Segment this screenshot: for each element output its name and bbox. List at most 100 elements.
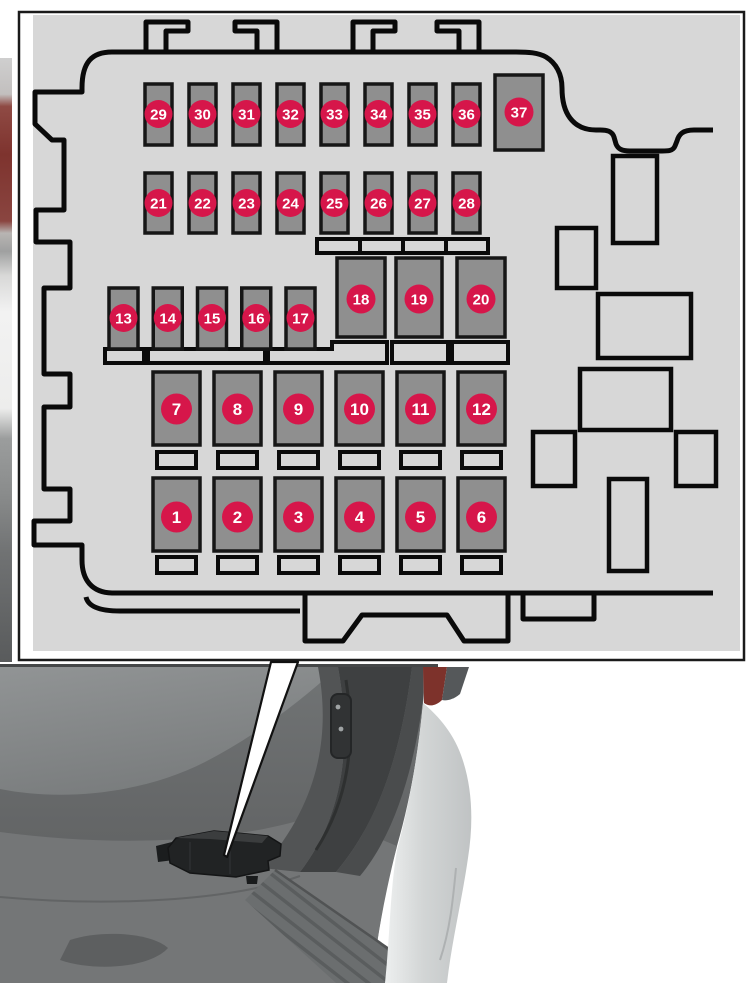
fuse-9-number: 9 [294,400,303,419]
fuse-10-number: 10 [350,400,369,419]
fuse-13-number: 13 [115,310,132,327]
fuse-24-marker [276,189,305,217]
fuse-17-marker [286,304,315,332]
fuse-12-body [456,370,507,447]
fuse-28-marker [452,189,481,217]
fuse-30-number: 30 [194,106,211,123]
connector-slot [399,450,442,470]
fuse-1-marker [161,501,192,533]
bracket [146,347,267,365]
fuse-36-marker [452,100,481,128]
fuse-3-marker [283,501,314,533]
fuse-14-marker [153,304,182,332]
trunk-photo [0,660,750,983]
fuse-20-number: 20 [473,291,490,308]
connector-slot [338,450,381,470]
fuse-8-marker [222,393,253,425]
callout-pointer-icon [222,660,300,859]
tailgate-frame-shadow [262,667,345,872]
fusebox-top-face [176,831,268,843]
fuse-37-marker [504,97,534,127]
fuse-2-marker [222,501,253,533]
connector-slot [277,450,320,470]
fuse-5-number: 5 [416,508,425,527]
mounting-tab-3 [350,19,398,54]
fuse-18-number: 18 [353,291,370,308]
connector-slot [399,555,442,575]
connector-slot [460,555,503,575]
fuse-5-marker [405,501,436,533]
mounting-tab-4 [434,19,482,54]
fuse-32-number: 32 [282,106,299,123]
fuse-15-number: 15 [204,310,221,327]
fuse-7-marker [161,393,192,425]
fuse-6-marker [466,501,497,533]
fuse-22-number: 22 [194,195,211,212]
fuse-15-marker [198,304,226,332]
fuse-7-body [151,370,202,447]
connector-slot [155,555,198,575]
fuse-29-marker [144,100,173,128]
tailgate-frame [300,667,412,872]
photo-top-edge [0,664,438,667]
fuse-33-number: 33 [326,106,343,123]
fuse-12-marker [466,393,497,425]
fuse-29-number: 29 [150,106,167,123]
fuse-31-marker [232,100,261,128]
fuse-9-marker [283,393,314,425]
fuse-21-number: 21 [150,195,167,212]
fuse-22-marker [188,189,217,217]
fuse-25-marker [320,189,349,217]
connector-slot [277,555,320,575]
outline-bottom-lip [83,596,300,614]
fuse-23-number: 23 [238,195,255,212]
fuse-18-marker [346,284,376,314]
tailgate-button-icon [335,704,341,710]
bracket [103,347,146,365]
fuse-10-marker [344,393,375,425]
fuse-14-number: 14 [159,310,176,327]
connector-slot [216,450,259,470]
relay-slot-rect [530,429,578,489]
fuse-24-number: 24 [282,195,299,212]
fuse-30-marker [188,100,217,128]
bracket [390,340,450,365]
fuse-12-number: 12 [472,400,491,419]
fuse-11-marker [405,393,436,425]
fuse-34-number: 34 [370,106,387,123]
relay-slot-rect [595,291,694,361]
bracket [450,340,510,365]
adjacent-image-sliver [0,58,12,662]
fuse-19-number: 19 [411,291,428,308]
relay-slot-rect [577,366,674,433]
fuse-27-number: 27 [414,195,431,212]
relay-slots [530,153,719,574]
fuse-11-number: 11 [412,400,430,419]
car-body [385,703,472,983]
fuse-33-marker [320,100,349,128]
fuse-35-marker [408,100,437,128]
connector-slot [338,555,381,575]
fuse-19-marker [404,284,434,314]
relay-slot-rect [610,153,660,246]
floor-handle-recess [60,933,168,967]
mounting-tab-2 [232,19,280,54]
fuse-36-number: 36 [458,106,475,123]
outline-bottom-tabs [302,595,511,644]
fuse-35-number: 35 [414,106,431,123]
fuse-4-marker [344,501,375,533]
taillight [423,667,447,706]
fuse-16-number: 16 [248,310,265,327]
tailgate-button-icon [338,726,344,732]
fuse-box-outline [31,19,713,644]
relay-slot-rect [606,476,650,574]
fuse-20-marker [466,284,496,314]
tailgate-trim-panel [336,667,423,876]
fuse-5-body [395,476,446,553]
parcel-shelf-trim [0,667,338,795]
fuse-26-marker [364,189,393,217]
fuse-2-number: 2 [233,508,242,527]
